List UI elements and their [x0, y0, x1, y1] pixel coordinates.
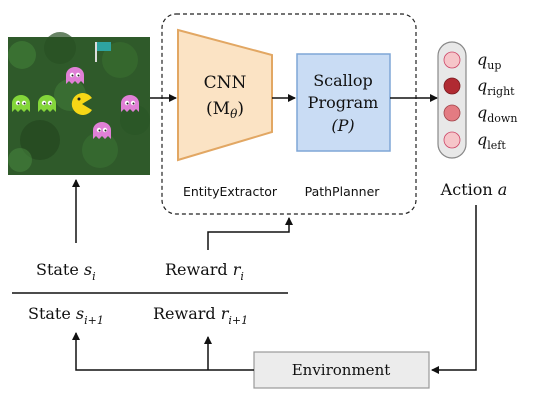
reward-i-label: Reward ri [165, 260, 244, 283]
cnn-model-label: (Mθ) [206, 99, 244, 121]
light-circle-icon [443, 131, 461, 149]
environment-box [253, 351, 430, 389]
q-down-label: qdown [477, 103, 517, 125]
cnn-entity-extractor-block [177, 28, 273, 162]
agent-dashed-box [161, 13, 417, 215]
goal-flag-icon [95, 42, 111, 62]
program-symbol-label: (P) [331, 116, 354, 135]
state-i-plus-1-label: State si+1 [28, 304, 104, 327]
ghost-icon [12, 95, 30, 112]
ghost-icon [93, 122, 111, 139]
cnn-label: CNN [204, 73, 247, 93]
dark-circle-icon [443, 77, 461, 95]
q-left-label: qleft [477, 130, 506, 152]
scallop-program-block [296, 53, 391, 152]
environment-to-state-arrow [72, 332, 254, 371]
action-label: Action a [440, 180, 508, 199]
q-right-label: qright [477, 76, 515, 98]
reward-i-plus-1-label: Reward ri+1 [153, 304, 248, 327]
reward-to-planner-arrow [207, 217, 293, 250]
path-planner-label: PathPlanner [305, 184, 381, 199]
q-up-label: qup [477, 50, 501, 72]
pacman-icon [71, 93, 92, 116]
game-screenshot [8, 32, 150, 175]
medium-circle-icon [443, 104, 461, 122]
ghost-icon [66, 67, 84, 84]
entity-extractor-label: EntityExtractor [183, 184, 278, 199]
environment-label: Environment [292, 361, 391, 379]
action-distribution-pill [437, 41, 467, 159]
scallop-label: Scallop [313, 71, 373, 90]
program-label: Program [308, 93, 379, 112]
ghost-icon [38, 95, 56, 112]
state-i-label: State si [36, 260, 96, 283]
ghost-icon [121, 95, 139, 112]
light-circle-icon [443, 51, 461, 69]
action-to-environment-arrow [431, 205, 477, 374]
